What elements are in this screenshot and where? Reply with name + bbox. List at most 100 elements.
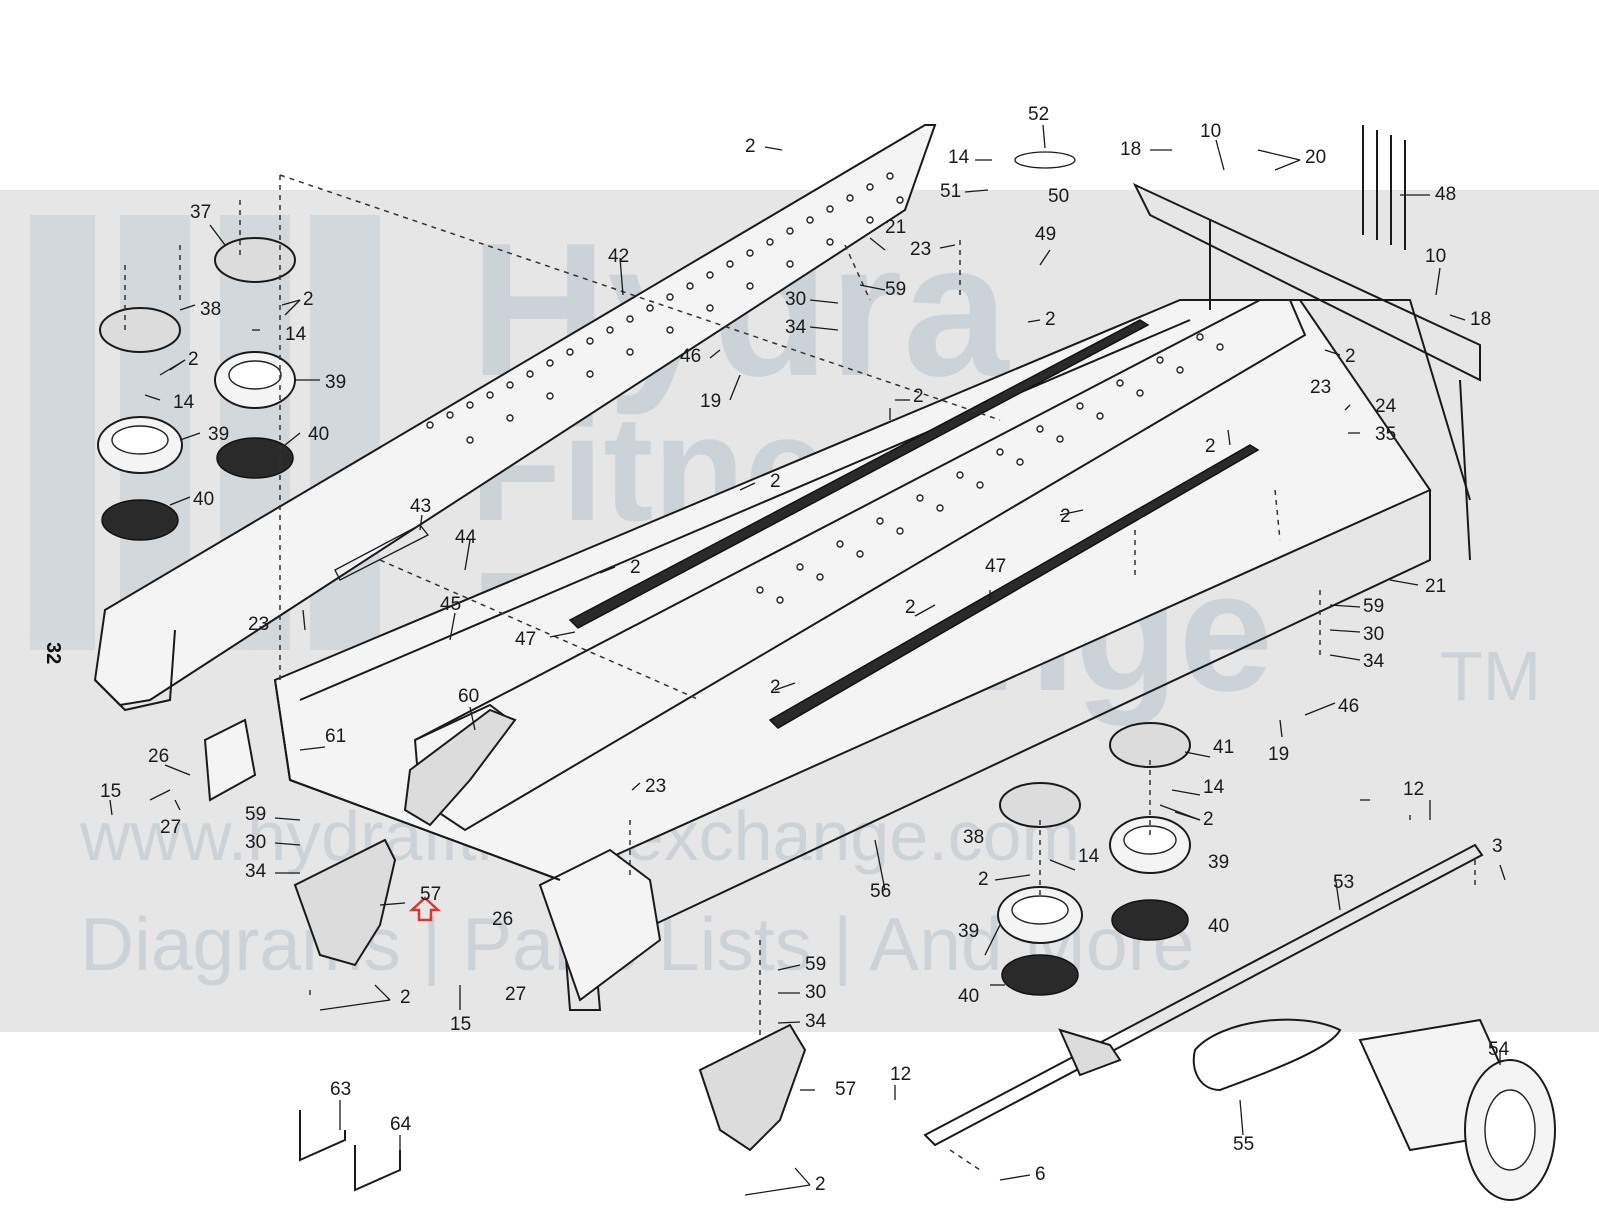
callout-2k: 2 — [770, 471, 781, 492]
callout-21: 21 — [885, 217, 906, 238]
callout-2c: 2 — [1345, 346, 1356, 367]
callout-53: 53 — [1333, 872, 1354, 893]
callout-27: 27 — [160, 817, 181, 838]
callout-23d: 23 — [645, 776, 666, 797]
callout-55: 55 — [1233, 1134, 1254, 1155]
callout-14d: 14 — [285, 324, 307, 345]
callout-54: 54 — [1488, 1039, 1510, 1060]
callout-47: 47 — [515, 629, 536, 650]
callout-26: 26 — [148, 746, 169, 767]
watermark-trademark: TM — [1440, 637, 1541, 715]
callout-15: 15 — [100, 781, 121, 802]
front-roller-shaft — [1058, 1028, 1122, 1077]
page-number: 32 — [42, 642, 64, 664]
callout-64: 64 — [390, 1114, 412, 1135]
upright-bar-64 — [354, 1145, 401, 1192]
callout-60: 60 — [458, 686, 479, 707]
callout-52: 52 — [1028, 104, 1049, 125]
callout-59c: 59 — [245, 804, 266, 825]
foot-assembly-left — [97, 237, 296, 541]
callout-14: 14 — [948, 147, 970, 168]
drive-belt — [1192, 1018, 1342, 1092]
callout-23c: 23 — [248, 614, 269, 635]
callout-6: 6 — [1035, 1164, 1046, 1185]
rear-roller — [923, 843, 1484, 1147]
callout-2: 2 — [745, 136, 756, 157]
rear-bracket — [538, 848, 662, 1002]
callout-14b: 14 — [1203, 777, 1225, 798]
callout-15b: 15 — [450, 1014, 471, 1035]
deck-slat-left — [568, 319, 1150, 629]
front-bracket-61 — [203, 718, 257, 802]
callout-19b: 19 — [1268, 744, 1289, 765]
callout-21b: 21 — [1425, 576, 1446, 597]
callout-34b: 34 — [1363, 651, 1385, 672]
cable-52 — [1014, 151, 1076, 169]
callout-57b: 57 — [835, 1079, 856, 1100]
callout-labels: 2 14 51 52 50 18 10 20 48 21 23 49 59 30… — [100, 104, 1510, 1195]
callout-42: 42 — [608, 246, 629, 267]
callout-59b: 59 — [1363, 596, 1384, 617]
left-side-rail — [93, 124, 937, 712]
callout-39c: 39 — [958, 921, 979, 942]
callout-40b: 40 — [1208, 916, 1229, 937]
callout-30b: 30 — [1363, 624, 1384, 645]
callout-34: 34 — [785, 317, 807, 338]
callout-57: 57 — [420, 884, 441, 905]
callout-59d: 59 — [805, 954, 826, 975]
callout-2f: 2 — [1203, 809, 1214, 830]
drive-motor — [1358, 1018, 1556, 1201]
callout-40c: 40 — [958, 986, 979, 1007]
callout-27b: 27 — [505, 984, 526, 1005]
callout-43: 43 — [410, 496, 431, 517]
callout-40d: 40 — [193, 489, 214, 510]
motor-hood — [403, 708, 517, 827]
callout-2o: 2 — [400, 987, 411, 1008]
highlight-arrow — [408, 896, 442, 922]
callout-63: 63 — [330, 1079, 351, 1100]
callout-41: 41 — [1213, 737, 1234, 758]
callout-12: 12 — [1403, 779, 1424, 800]
leader-lines — [109, 124, 1506, 1196]
callout-46b: 46 — [1338, 696, 1359, 717]
callout-20: 20 — [1305, 147, 1326, 168]
callout-39d: 39 — [208, 424, 229, 445]
callout-2l: 2 — [630, 557, 641, 578]
callout-48: 48 — [1435, 184, 1456, 205]
callout-50: 50 — [1048, 186, 1069, 207]
callout-56: 56 — [870, 881, 891, 902]
foot-assembly-right — [997, 722, 1191, 996]
callout-35: 35 — [1375, 424, 1396, 445]
callout-49: 49 — [1035, 224, 1056, 245]
callout-44: 44 — [455, 527, 477, 548]
callout-2n: 2 — [188, 349, 199, 370]
callout-39: 39 — [325, 372, 346, 393]
deck-slat-right — [768, 444, 1260, 729]
callout-47b: 47 — [985, 556, 1006, 577]
callout-30d: 30 — [805, 982, 826, 1003]
callout-14c: 14 — [1078, 846, 1100, 867]
callout-10b: 10 — [1425, 246, 1446, 267]
rail-perforations-right — [756, 333, 1224, 604]
callout-46: 46 — [680, 346, 701, 367]
end-cap-left — [293, 838, 397, 967]
callout-2j: 2 — [913, 386, 924, 407]
callout-61: 61 — [325, 726, 346, 747]
callout-19: 19 — [700, 391, 721, 412]
callout-39b: 39 — [1208, 852, 1229, 873]
callout-34c: 34 — [245, 861, 267, 882]
callout-2m: 2 — [303, 289, 314, 310]
callout-3: 3 — [1492, 836, 1503, 857]
callout-24: 24 — [1375, 396, 1397, 417]
callout-2i: 2 — [770, 677, 781, 698]
upright-bar-63 — [299, 1110, 346, 1162]
callout-10: 10 — [1200, 121, 1221, 142]
callout-51: 51 — [940, 181, 961, 202]
decal-43 — [334, 524, 430, 581]
callout-12b: 12 — [890, 1064, 911, 1085]
assembly-lines — [124, 174, 1476, 1171]
callout-45: 45 — [440, 594, 461, 615]
rail-perforations — [426, 172, 904, 444]
callout-30c: 30 — [245, 832, 266, 853]
